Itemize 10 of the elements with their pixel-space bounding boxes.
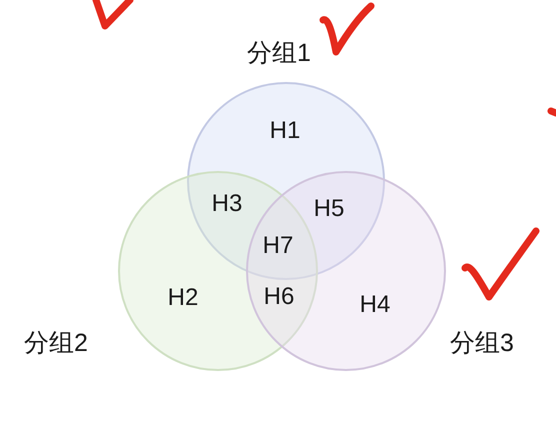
- region-label: H2: [168, 286, 198, 310]
- region-label: H7: [262, 234, 294, 258]
- region-label: H6: [264, 285, 294, 309]
- region-label: H1: [270, 119, 300, 143]
- group-label: 分组3: [450, 330, 514, 356]
- region-label: H3: [212, 192, 242, 216]
- group-label: 分组2: [24, 330, 88, 356]
- region-label: H5: [314, 197, 344, 221]
- region-label: H4: [360, 293, 390, 317]
- group-label: 分组1: [247, 40, 311, 66]
